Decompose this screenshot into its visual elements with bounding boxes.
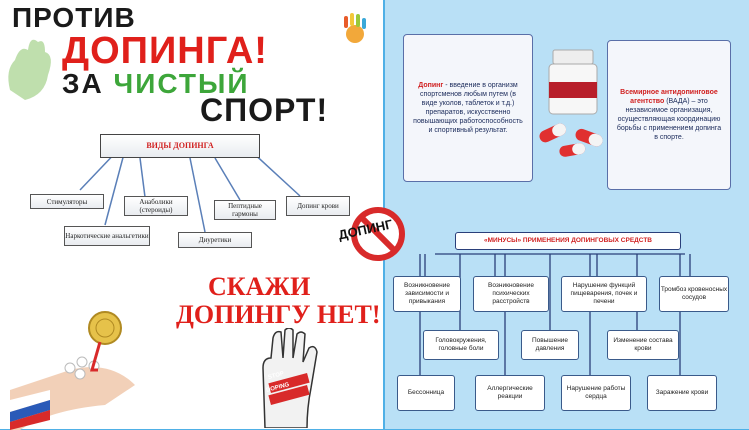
left-panel: ПРОТИВ ДОПИНГА! ЗА ЧИСТЫЙ СПОРТ! ВИДЫ ДО… [0,0,383,430]
minus-heart: Нарушение работы сердца [561,375,631,411]
types-title: ВИДЫ ДОПИНГА [100,134,260,158]
title-line-4: СПОРТ! [200,92,329,128]
definition-scroll: Допинг - введение в организм спортсменов… [403,34,533,182]
wada-name: Всемирное антидопинговое агентство [620,89,718,105]
type-anabolics: Анаболики (стероиды) [124,196,188,216]
minus-dizziness: Головокружения, головные боли [423,330,499,360]
title-za: ЗА [62,68,104,99]
title-line-3: ЗА ЧИСТЫЙ [62,68,250,100]
hand-with-medal-pills-icon [10,311,135,430]
title-chisty: ЧИСТЫЙ [113,68,250,99]
color-hand-icon [344,13,366,43]
minus-mental-disorders: Возникновение психических расстройств [473,276,549,312]
definition-text: - введение в организм спортсменов любым … [413,82,523,134]
minus-digestion: Нарушение функций пищеварения, почек и п… [561,276,647,312]
minus-insomnia: Бессонница [397,375,455,411]
wada-text: (ВАДА) – это независимое организация, ос… [616,98,722,141]
minuses-title: «МИНУСЫ» ПРИМЕНЕНИЯ ДОПИНГОВЫХ СРЕДСТВ [455,232,681,250]
type-blood-doping: Допинг крови [286,196,350,216]
type-narcotic-analgesics: Наркотические анальгетики [64,226,150,246]
type-peptide-hormones: Пептидные гармоны [214,200,276,220]
type-diuretics: Диуретики [178,232,252,248]
definition-term: Допинг [418,82,444,89]
type-stimulators: Стимуляторы [30,194,104,209]
stop-glove-icon [262,328,318,428]
pill-bottle-icon [539,49,603,157]
no-doping-sign-icon [351,207,405,261]
hand-print-icon [8,39,51,100]
slogan-line-2: ДОПИНГУ НЕТ! [176,300,381,329]
wada-scroll: Всемирное антидопинговое агентство (ВАДА… [607,40,731,190]
minus-blood-poisoning: Заражение крови [647,375,717,411]
minuses-connectors [419,253,691,375]
title-line-2: ДОПИНГА! [62,30,268,72]
minus-thrombosis: Тромбоз кровеносных сосудов [659,276,729,312]
slogan-line-1: СКАЖИ [208,272,311,301]
minus-dependence: Возникновение зависимости и привыкания [393,276,461,312]
minus-allergy: Аллергические реакции [475,375,545,411]
minus-blood-composition: Изменение состава крови [607,330,679,360]
right-panel: Допинг - введение в организм спортсменов… [385,0,749,429]
minus-pressure: Повышение давления [521,330,579,360]
title-line-1: ПРОТИВ [12,2,136,33]
